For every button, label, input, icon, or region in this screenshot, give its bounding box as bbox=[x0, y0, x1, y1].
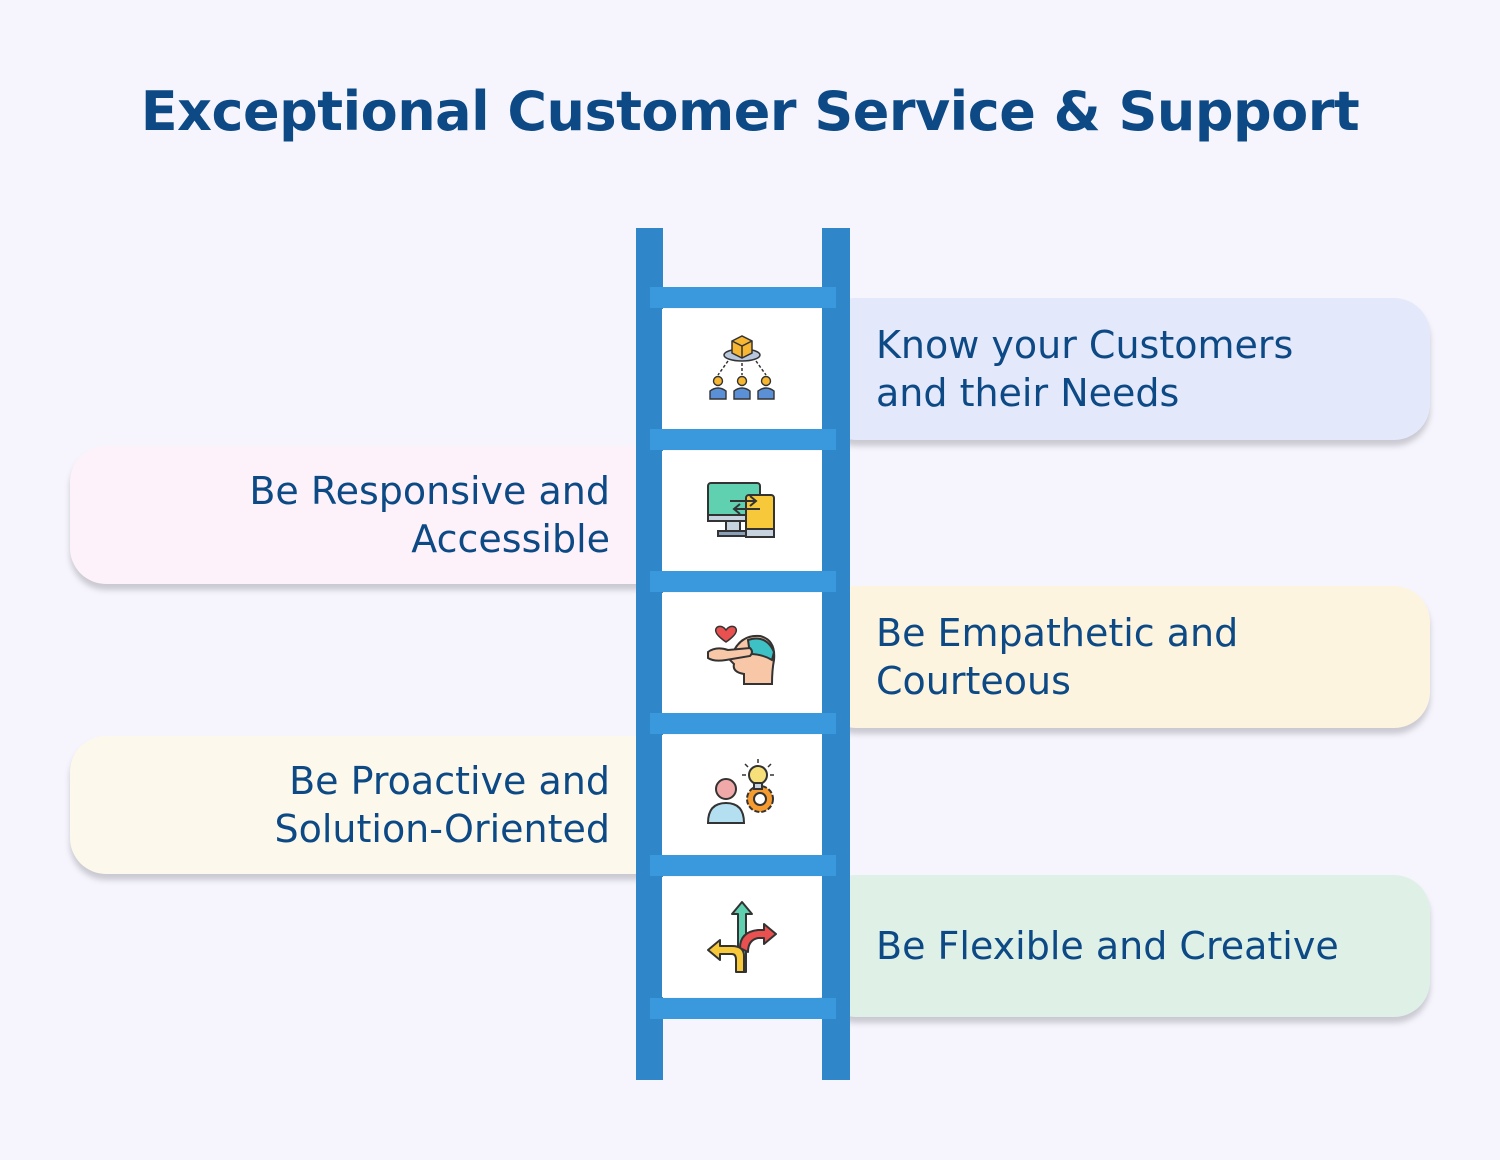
step-text-2: Be Responsive and Accessible bbox=[249, 469, 610, 561]
page-title: Exceptional Customer Service & Support bbox=[140, 80, 1360, 143]
step-card-1: Know your Customers and their Needs bbox=[820, 298, 1430, 440]
step-text-1: Know your Customers and their Needs bbox=[876, 323, 1294, 415]
ladder-rail-left bbox=[636, 228, 663, 1080]
empathy-head-heart-icon bbox=[707, 625, 776, 685]
step-card-3: Be Empathetic and Courteous bbox=[820, 586, 1430, 728]
step-icon-box-4 bbox=[662, 735, 822, 855]
ladder-rung bbox=[650, 713, 836, 734]
ladder-rung bbox=[650, 855, 836, 876]
ladder-rail-right bbox=[822, 228, 850, 1080]
step-text-5: Be Flexible and Creative bbox=[876, 924, 1339, 968]
step-card-4: Be Proactive and Solution-Oriented bbox=[70, 736, 670, 874]
devices-sync-icon bbox=[707, 482, 775, 538]
step-card-5: Be Flexible and Creative bbox=[820, 875, 1430, 1017]
branching-arrows-icon bbox=[707, 901, 777, 973]
ladder-rung bbox=[650, 998, 836, 1019]
step-icon-box-3 bbox=[662, 593, 822, 713]
step-icon-box-1 bbox=[662, 309, 822, 429]
ladder-rung bbox=[650, 287, 836, 308]
idea-gear-person-icon bbox=[706, 759, 774, 824]
step-text-4: Be Proactive and Solution-Oriented bbox=[274, 759, 610, 851]
customer-network-icon bbox=[709, 335, 775, 400]
ladder-rung bbox=[650, 571, 836, 592]
step-text-3: Be Empathetic and Courteous bbox=[876, 611, 1239, 703]
step-icon-box-5 bbox=[662, 877, 822, 997]
step-card-2: Be Responsive and Accessible bbox=[70, 446, 670, 584]
step-icon-box-2 bbox=[662, 451, 822, 571]
ladder-rung bbox=[650, 429, 836, 450]
